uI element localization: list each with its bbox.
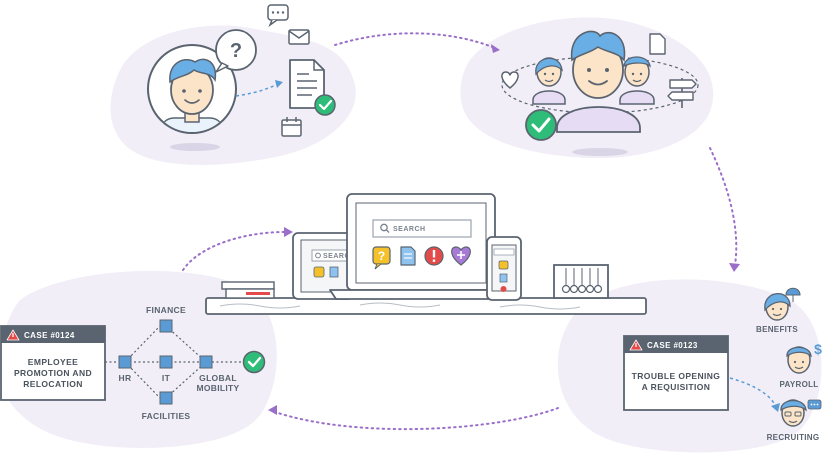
tablet-question-icon <box>313 266 325 278</box>
phone-document-icon <box>499 273 508 283</box>
arrowhead-top <box>491 44 500 53</box>
case-number-left: CASE #0124 <box>24 331 75 340</box>
newtons-cradle <box>553 264 609 299</box>
question-icon: ? <box>372 246 391 270</box>
phone <box>486 236 522 301</box>
arrowhead-bottom <box>268 405 277 415</box>
routing-nodes <box>118 319 213 405</box>
check-icon <box>314 94 336 116</box>
avatar-group <box>532 30 655 133</box>
search-icon <box>380 223 388 232</box>
plus-heart-icon <box>451 246 471 266</box>
dashed-link-tl-head <box>275 80 283 88</box>
flow-arrow-heads <box>268 44 740 415</box>
document-icon <box>289 59 325 109</box>
alert-triangle-icon <box>6 329 20 341</box>
heart-icon <box>501 71 519 89</box>
dashed-link-br-head <box>771 403 780 412</box>
laptop-search-label: SEARCH <box>393 226 426 233</box>
tablet: SEARC <box>292 232 354 300</box>
case-title-right-2: A REQUISITION <box>642 382 711 392</box>
avatar-benefits <box>764 293 791 321</box>
case-title-left-1: EMPLOYEE <box>28 357 78 367</box>
flow-arrow-bottom <box>274 407 559 431</box>
flow-arrows <box>182 32 738 431</box>
document-blue-icon <box>400 246 416 266</box>
alert-triangle-icon <box>629 339 643 351</box>
chat-blue-icon <box>807 399 822 410</box>
flow-arrow-left <box>182 231 286 271</box>
laptop: SEARCH ? <box>329 193 513 300</box>
arrowhead-right <box>729 263 740 272</box>
chat-icon <box>267 4 289 28</box>
case-card-right[interactable]: CASE #0123 TROUBLE OPENING A REQUISITION <box>623 335 729 411</box>
node-facilities <box>159 391 173 405</box>
shadow-avatar-tl <box>170 143 220 151</box>
blob-bottom-left <box>0 270 277 448</box>
check-big-icon <box>525 109 557 141</box>
mail-icon <box>288 29 310 45</box>
dollar-icon: $ <box>814 341 822 357</box>
calendar-icon <box>281 117 302 137</box>
label-global-2: MOBILITY <box>196 383 239 393</box>
label-facilities: FACILITIES <box>142 411 191 421</box>
avatar-question <box>147 44 237 134</box>
dashed-link-br <box>729 377 776 406</box>
flow-arrow-right <box>709 147 738 266</box>
label-it: IT <box>162 373 171 383</box>
avatar-payroll <box>786 346 812 374</box>
node-finance <box>159 319 173 333</box>
case-title-right-1: TROUBLE OPENING <box>632 371 721 381</box>
flow-arrow-top <box>334 32 496 49</box>
alert-icon <box>424 246 444 266</box>
label-global-1: GLOBAL <box>199 373 237 383</box>
node-hr <box>118 355 132 369</box>
case-number-right: CASE #0123 <box>647 341 698 350</box>
check-resolved-icon <box>242 350 266 374</box>
tablet-document-icon <box>329 266 339 278</box>
case-title-left-3: RELOCATION <box>23 379 83 389</box>
label-benefits: BENEFITS <box>756 325 798 334</box>
document-small-icon <box>649 33 666 55</box>
signpost-icon <box>667 78 697 108</box>
umbrella-icon <box>785 287 801 302</box>
case-title-left-2: PROMOTION AND <box>14 368 92 378</box>
search-icon <box>315 252 321 259</box>
node-it <box>159 355 173 369</box>
arrowhead-left <box>284 227 293 237</box>
svg-text:?: ? <box>230 40 242 62</box>
phone-question-icon <box>498 260 509 270</box>
phone-alert-icon <box>500 286 507 292</box>
svg-text:?: ? <box>378 249 385 263</box>
books <box>221 281 275 299</box>
case-card-left[interactable]: CASE #0124 EMPLOYEE PROMOTION AND RELOCA… <box>0 325 106 401</box>
tablet-search-label: SEARC <box>323 253 350 260</box>
node-global-mobility <box>199 355 213 369</box>
shadow-group <box>572 148 628 156</box>
label-recruiting: RECRUITING <box>767 433 820 442</box>
label-payroll: PAYROLL <box>780 380 819 389</box>
laptop-search-box[interactable]: SEARCH <box>372 219 472 238</box>
label-hr: HR <box>119 373 132 383</box>
avatar-recruiting <box>780 399 807 427</box>
question-bubble-icon: ? <box>215 29 257 73</box>
label-finance: FINANCE <box>146 305 186 315</box>
shelf <box>205 297 647 315</box>
